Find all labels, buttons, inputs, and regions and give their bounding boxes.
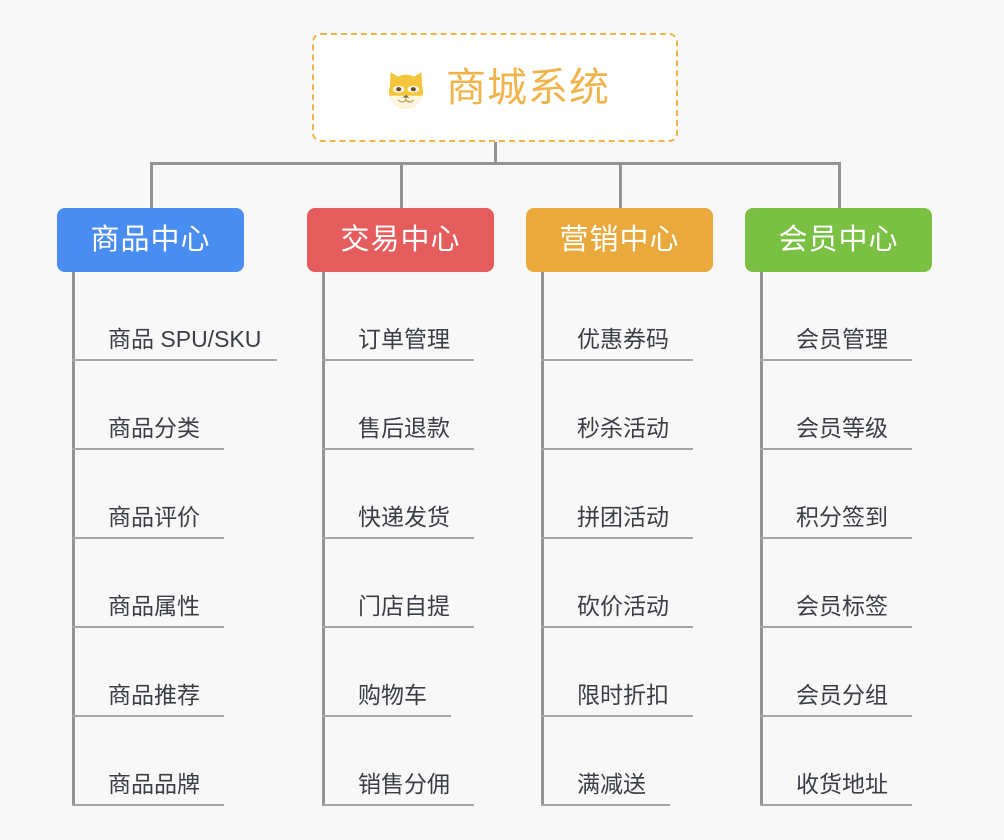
leaf-label: 商品分类 — [108, 415, 200, 441]
leaf-label: 砍价活动 — [577, 593, 669, 619]
connector-root-stem — [494, 142, 497, 164]
leaf-underline — [72, 537, 224, 539]
leaf-underline — [322, 359, 474, 361]
leaf-underline — [760, 359, 912, 361]
leaf-label: 拼团活动 — [577, 504, 669, 530]
leaf-underline — [72, 626, 224, 628]
leaf-label: 积分签到 — [796, 504, 888, 530]
leaf-underline — [760, 448, 912, 450]
category-box-会员中心[interactable]: 会员中心 — [745, 208, 932, 272]
leaf-underline — [541, 715, 693, 717]
leaf-underline — [760, 537, 912, 539]
category-label: 会员中心 — [778, 223, 899, 256]
leaf-label: 会员管理 — [796, 326, 888, 352]
leaf-label: 售后退款 — [358, 415, 450, 441]
root-title: 商城系统 — [446, 65, 610, 110]
leaf-underline — [322, 448, 474, 450]
branch-trunk — [322, 272, 325, 806]
leaf-underline — [541, 537, 693, 539]
leaf-label: 限时折扣 — [577, 682, 669, 708]
leaf-underline — [72, 359, 277, 361]
category-label: 交易中心 — [340, 223, 461, 256]
leaf-label: 商品属性 — [108, 593, 200, 619]
leaf-label: 会员分组 — [796, 682, 888, 708]
category-box-商品中心[interactable]: 商品中心 — [57, 208, 244, 272]
leaf-label: 秒杀活动 — [577, 415, 669, 441]
connector-drop-branch-3 — [619, 162, 622, 209]
leaf-underline — [72, 804, 224, 806]
connector-drop-branch-1 — [150, 162, 153, 209]
leaf-label: 快递发货 — [358, 504, 450, 530]
leaf-underline — [541, 448, 693, 450]
branch-trunk — [541, 272, 544, 806]
leaf-label: 商品推荐 — [108, 682, 200, 708]
connector-drop-branch-4 — [838, 162, 841, 209]
leaf-label: 会员标签 — [796, 593, 888, 619]
category-label: 营销中心 — [559, 223, 680, 256]
shiba-dog-face-icon — [380, 64, 432, 116]
leaf-label: 购物车 — [358, 682, 427, 708]
leaf-underline — [72, 448, 224, 450]
connector-drop-branch-2 — [400, 162, 403, 209]
category-box-交易中心[interactable]: 交易中心 — [307, 208, 494, 272]
category-label: 商品中心 — [90, 223, 211, 256]
leaf-label: 商品评价 — [108, 504, 200, 530]
branch-trunk — [72, 272, 75, 806]
leaf-label: 商品 SPU/SKU — [108, 326, 262, 352]
leaf-label: 优惠券码 — [577, 326, 669, 352]
leaf-underline — [322, 715, 451, 717]
leaf-label: 销售分佣 — [358, 771, 450, 797]
leaf-underline — [322, 537, 474, 539]
leaf-label: 收货地址 — [796, 771, 888, 797]
leaf-label: 会员等级 — [796, 415, 888, 441]
leaf-label: 门店自提 — [358, 593, 450, 619]
branch-trunk — [760, 272, 763, 806]
leaf-underline — [541, 359, 693, 361]
connector-horizontal-bus — [150, 162, 841, 165]
leaf-label: 满减送 — [577, 771, 646, 797]
category-box-营销中心[interactable]: 营销中心 — [526, 208, 713, 272]
leaf-label: 商品品牌 — [108, 771, 200, 797]
leaf-label: 订单管理 — [358, 326, 450, 352]
leaf-underline — [72, 715, 224, 717]
leaf-underline — [760, 626, 912, 628]
leaf-underline — [760, 715, 912, 717]
leaf-underline — [322, 804, 474, 806]
leaf-underline — [541, 804, 670, 806]
leaf-underline — [322, 626, 474, 628]
root-node[interactable]: 商城系统 — [312, 33, 678, 142]
leaf-underline — [760, 804, 912, 806]
leaf-underline — [541, 626, 693, 628]
